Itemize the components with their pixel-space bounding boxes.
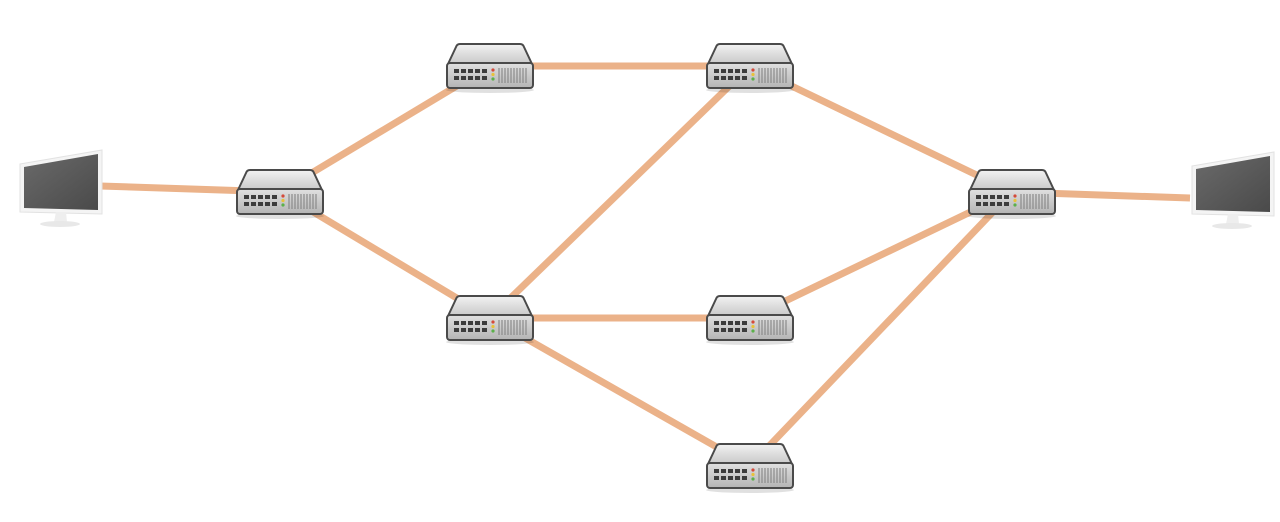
- sw-2-network-switch-icon: [445, 43, 535, 94]
- nodes-layer: [19, 43, 1275, 494]
- sw-4-network-switch-icon: [705, 43, 795, 94]
- pc-left-monitor-icon: [19, 149, 103, 228]
- sw-5-network-switch-icon: [705, 295, 795, 346]
- sw-6-network-switch-icon: [705, 443, 795, 494]
- link-sw-3-sw-6: [488, 314, 752, 470]
- link-sw-3-sw-4: [487, 63, 753, 321]
- link-sw-5-sw-7: [748, 188, 1014, 322]
- sw-1-network-switch-icon: [235, 169, 325, 220]
- sw-3-network-switch-icon: [445, 295, 535, 346]
- links-layer: [99, 62, 1191, 470]
- sw-7-network-switch-icon: [967, 169, 1057, 220]
- pc-right-monitor-icon: [1191, 151, 1275, 230]
- link-sw-4-sw-7: [748, 62, 1014, 196]
- link-sw-6-sw-7: [747, 189, 1015, 469]
